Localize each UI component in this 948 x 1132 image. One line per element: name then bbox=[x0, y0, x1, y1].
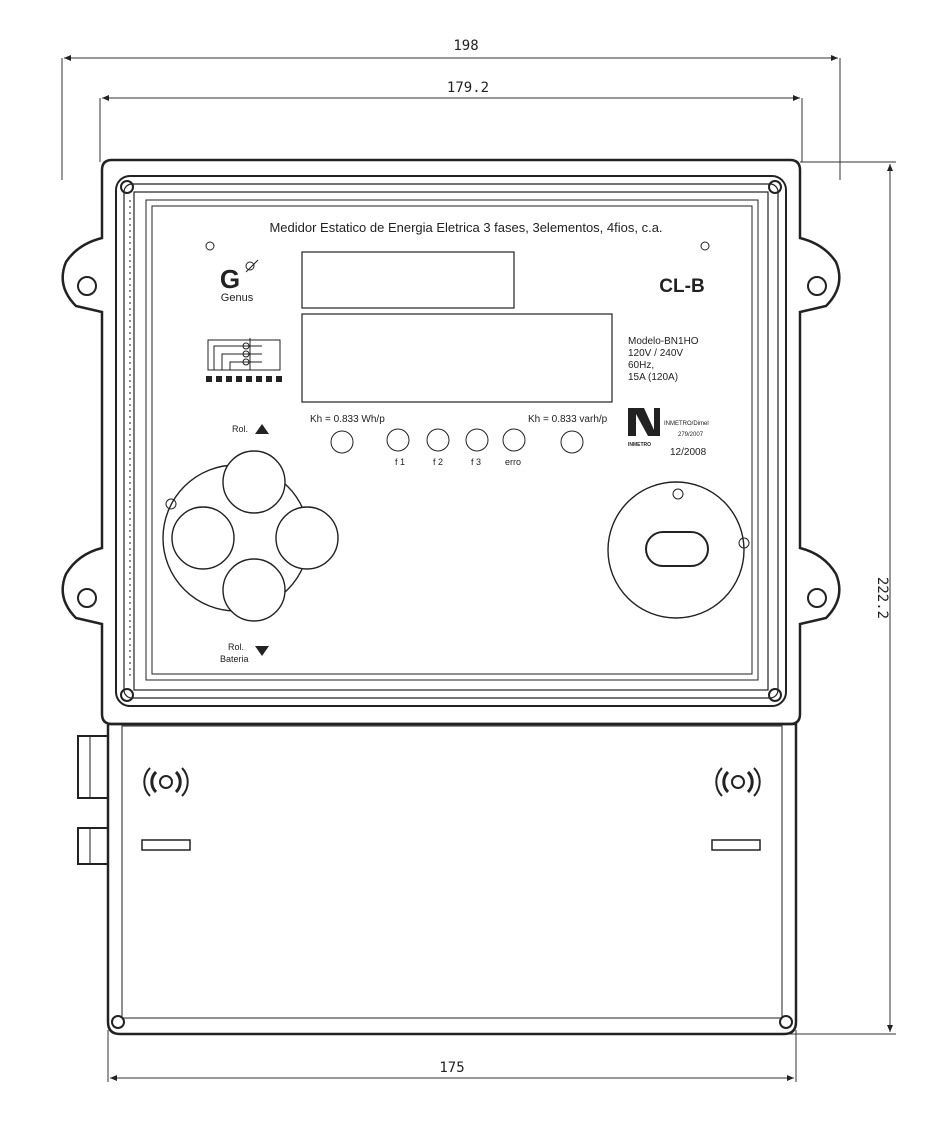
upper-display bbox=[301, 251, 515, 309]
date-label: 12/2008 bbox=[670, 447, 707, 458]
scroll-up-label: Rol. bbox=[232, 424, 248, 434]
left-button[interactable] bbox=[171, 506, 235, 570]
scroll-down-button[interactable] bbox=[222, 558, 286, 622]
dim-flange-width: 179.2 bbox=[447, 80, 489, 96]
arrow-down-icon bbox=[255, 646, 269, 656]
f2-led bbox=[426, 428, 450, 452]
arrow-up-icon bbox=[255, 424, 269, 434]
erro-led bbox=[502, 428, 526, 452]
inmetro-logo-icon bbox=[628, 408, 660, 436]
meter-housing bbox=[61, 158, 841, 1036]
scroll-down-label: Rol. bbox=[228, 642, 244, 652]
f2-label: f 2 bbox=[433, 457, 443, 467]
active-pulse-led bbox=[330, 430, 354, 454]
voltage-label: 120V / 240V bbox=[628, 348, 683, 359]
panel-title: Medidor Estatico de Energia Eletrica 3 f… bbox=[269, 220, 662, 235]
current-label: 15A (120A) bbox=[628, 372, 678, 383]
frequency-label: 60Hz, bbox=[628, 360, 654, 371]
inmetro-text: INMETRO/Dimel bbox=[664, 421, 709, 427]
inmetro-mark: INMETRO bbox=[628, 442, 651, 448]
scroll-up-button[interactable] bbox=[222, 450, 286, 514]
kh-active-label: Kh = 0.833 Wh/p bbox=[310, 414, 385, 425]
class-label: CL-B bbox=[659, 276, 704, 297]
erro-label: erro bbox=[505, 457, 521, 467]
wiring-diagram-icon bbox=[206, 338, 282, 382]
f1-label: f 1 bbox=[395, 457, 405, 467]
f3-label: f 3 bbox=[471, 457, 481, 467]
dimension-lines bbox=[61, 55, 896, 1082]
model-label: Modelo-BN1HO bbox=[628, 336, 699, 347]
battery-label: Bateria bbox=[220, 654, 249, 664]
optical-port bbox=[607, 481, 745, 619]
dim-overall-width: 198 bbox=[453, 38, 478, 54]
optical-port-slot bbox=[645, 531, 709, 567]
inmetro-number: 279/2007 bbox=[678, 432, 704, 438]
kh-reactive-label: Kh = 0.833 varh/p bbox=[528, 414, 608, 425]
seal-screw-icon bbox=[715, 767, 761, 797]
genus-logo-icon: G bbox=[220, 259, 259, 294]
seal-screw-icon bbox=[143, 767, 189, 797]
f1-led bbox=[386, 428, 410, 452]
brand-label: Genus bbox=[221, 292, 254, 304]
reactive-pulse-led bbox=[560, 430, 584, 454]
dim-height: 222.2 bbox=[874, 577, 890, 619]
f3-led bbox=[465, 428, 489, 452]
svg-text:G: G bbox=[220, 264, 240, 294]
right-button[interactable] bbox=[275, 506, 339, 570]
dim-bottom-width: 175 bbox=[439, 1060, 464, 1076]
main-display bbox=[301, 313, 613, 403]
